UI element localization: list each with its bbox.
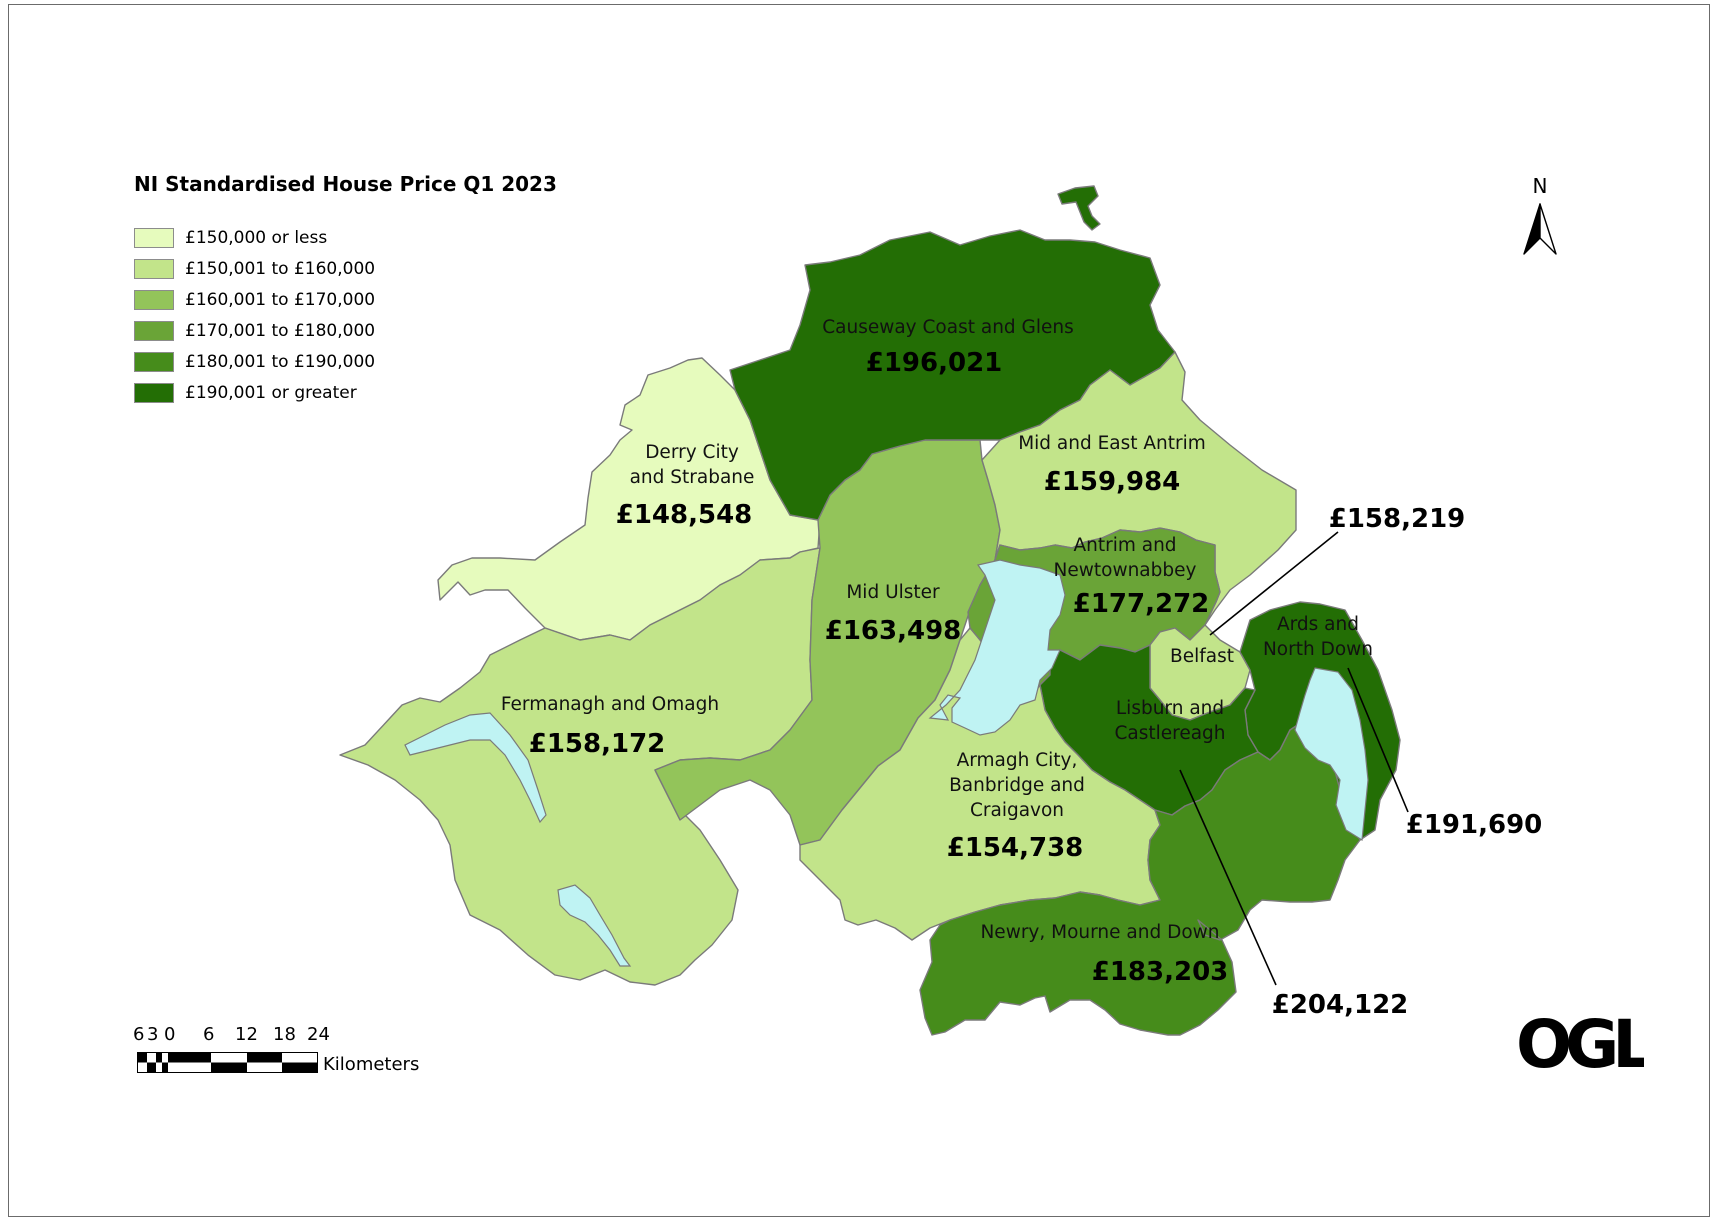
strangford-lough xyxy=(1294,667,1369,842)
ogl-logo: OGL xyxy=(1516,1012,1644,1074)
legend-swatch xyxy=(134,352,174,372)
scale-bar-tick: 18 xyxy=(273,1024,296,1045)
scale-bar-pattern xyxy=(138,1053,317,1072)
label-derry-name-1: Derry City xyxy=(645,442,739,463)
label-midulster-name: Mid Ulster xyxy=(846,582,940,603)
label-belfast-name: Belfast xyxy=(1170,646,1234,667)
leader-line-ards xyxy=(1347,667,1409,813)
label-mideast-name: Mid and East Antrim xyxy=(1018,433,1206,454)
scale-bar-tick: 24 xyxy=(307,1024,330,1045)
scale-bar-tick: 6 xyxy=(203,1024,215,1045)
label-lisburn-value: £204,122 xyxy=(1272,990,1409,1020)
leader-lines xyxy=(1179,531,1409,986)
label-ards-name-1: Ards and xyxy=(1277,614,1359,635)
label-antrim-value: £177,272 xyxy=(1073,589,1210,619)
legend-label: £190,001 or greater xyxy=(185,383,357,403)
label-fermanagh-name: Fermanagh and Omagh xyxy=(501,694,719,715)
label-lisburn-name-1: Lisburn and xyxy=(1116,698,1224,719)
legend-swatch xyxy=(134,259,174,279)
region-rathlin-island xyxy=(1057,185,1101,231)
leader-line-lisburn xyxy=(1179,769,1277,986)
label-antrim-name-1: Antrim and xyxy=(1073,535,1176,556)
legend-swatch xyxy=(134,321,174,341)
scale-bar-units: Kilometers xyxy=(323,1054,420,1075)
legend-label: £180,001 to £190,000 xyxy=(185,352,376,372)
scale-bar-tick: 12 xyxy=(235,1024,258,1045)
label-causeway-name: Causeway Coast and Glens xyxy=(822,317,1074,338)
lough-erne-upper xyxy=(404,712,547,824)
label-ards-name-2: North Down xyxy=(1263,639,1373,660)
label-belfast-value: £158,219 xyxy=(1329,504,1466,534)
ogl-logo-text: OGL xyxy=(1516,1012,1644,1074)
label-newry-value: £183,203 xyxy=(1092,957,1229,987)
label-midulster-value: £163,498 xyxy=(825,616,962,646)
label-lisburn-name-2: Castlereagh xyxy=(1114,723,1225,744)
north-arrow-icon xyxy=(1523,203,1557,255)
scale-bar-tick: 3 xyxy=(147,1024,159,1045)
legend-title: NI Standardised House Price Q1 2023 xyxy=(134,172,557,196)
label-derry-value: £148,548 xyxy=(616,500,753,530)
label-mideast-value: £159,984 xyxy=(1044,467,1181,497)
label-armagh-name-1: Armagh City, xyxy=(957,750,1078,771)
label-fermanagh-value: £158,172 xyxy=(529,729,666,759)
legend-label: £150,000 or less xyxy=(185,228,328,248)
label-derry-name-2: and Strabane xyxy=(630,467,755,488)
legend-label: £160,001 to £170,000 xyxy=(185,290,376,310)
legend-swatch xyxy=(134,383,174,403)
north-arrow-label: N xyxy=(1532,174,1548,198)
scale-bar xyxy=(137,1052,318,1073)
legend-label: £150,001 to £160,000 xyxy=(185,259,376,279)
legend-swatch xyxy=(134,290,174,310)
label-ards-value: £191,690 xyxy=(1406,810,1543,840)
label-armagh-name-3: Craigavon xyxy=(970,800,1064,821)
scale-bar-tick: 6 xyxy=(133,1024,145,1045)
label-antrim-name-2: Newtownabbey xyxy=(1054,560,1197,581)
region-armagh-banbridge-craigavon xyxy=(799,627,1161,941)
lough-erne-lower xyxy=(557,884,632,967)
lough-neagh xyxy=(928,559,1066,736)
label-newry-name: Newry, Mourne and Down xyxy=(980,922,1219,943)
legend-swatch xyxy=(134,228,174,248)
label-armagh-value: £154,738 xyxy=(947,833,1084,863)
legend-label: £170,001 to £180,000 xyxy=(185,321,376,341)
water-bodies xyxy=(404,559,1369,967)
label-armagh-name-2: Banbridge and xyxy=(949,775,1085,796)
region-newry-mourne-and-down xyxy=(919,721,1361,1036)
leader-line-belfast xyxy=(1209,531,1339,636)
label-causeway-value: £196,021 xyxy=(866,348,1003,378)
scale-bar-tick: 0 xyxy=(164,1024,176,1045)
